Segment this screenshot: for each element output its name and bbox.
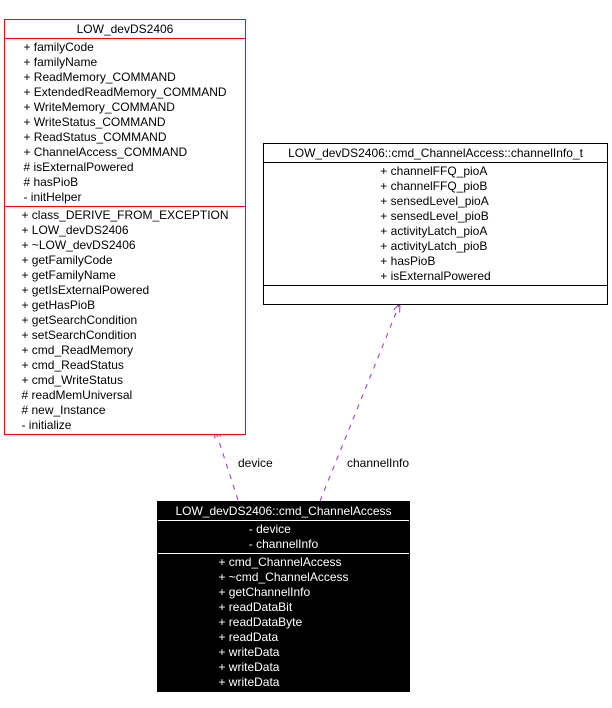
class-box-channelinfo-t[interactable]: LOW_devDS2406::cmd_ChannelAccess::channe… (263, 143, 608, 305)
edge-label-channelinfo: channelInfo (347, 456, 410, 470)
method-row: + getHasPioB (21, 298, 96, 312)
attribute-row: + ReadStatus_COMMAND (23, 130, 167, 144)
method-row: + class_DERIVE_FROM_EXCEPTION (21, 208, 229, 222)
method-row: + readDataByte (218, 615, 303, 629)
method-row: + cmd_ChannelAccess (218, 555, 342, 569)
method-row: + getSearchCondition (21, 313, 138, 327)
method-row: + setSearchCondition (21, 328, 137, 342)
attributes-section: + familyCode+ familyName+ ReadMemory_COM… (5, 38, 245, 206)
method-row: + getFamilyName (21, 268, 116, 282)
method-row: + cmd_ReadMemory (21, 343, 134, 357)
method-row: + getIsExternalPowered (21, 283, 150, 297)
attribute-row: + ReadMemory_COMMAND (23, 70, 176, 84)
attribute-row: + familyName (23, 55, 98, 69)
attribute-row: + sensedLevel_pioA (380, 194, 489, 208)
attribute-row: + sensedLevel_pioB (380, 209, 489, 223)
edge-device-line (214, 428, 239, 501)
class-title: LOW_devDS2406 (76, 22, 174, 36)
class-title: LOW_devDS2406::cmd_ChannelAccess (175, 504, 392, 518)
edge-label-device: device (238, 456, 273, 470)
method-row: + writeData (218, 660, 280, 674)
method-row: + getFamilyCode (21, 253, 113, 267)
attribute-row: + familyCode (23, 40, 94, 54)
attribute-row: + WriteMemory_COMMAND (23, 100, 175, 114)
class-box-cmd-channelaccess[interactable]: LOW_devDS2406::cmd_ChannelAccess - devic… (157, 501, 410, 692)
attribute-row: - device (248, 522, 291, 536)
attribute-row: + activityLatch_pioB (380, 239, 488, 253)
method-row: + readDataBit (218, 600, 293, 614)
method-row: + getChannelInfo (218, 585, 311, 599)
attribute-row: + WriteStatus_COMMAND (23, 115, 166, 129)
class-title: LOW_devDS2406::cmd_ChannelAccess::channe… (288, 146, 583, 160)
attribute-row: + activityLatch_pioA (380, 224, 488, 238)
method-row: + writeData (218, 645, 280, 659)
edge-channelinfo-line (319, 302, 401, 502)
method-row: + LOW_devDS2406 (21, 223, 129, 237)
class-box-low-devds2406[interactable]: LOW_devDS2406 + familyCode+ familyName+ … (4, 19, 246, 435)
attribute-row: - channelInfo (248, 537, 319, 551)
method-row: # readMemUniversal (21, 388, 133, 402)
methods-section: + class_DERIVE_FROM_EXCEPTION+ LOW_devDS… (5, 206, 245, 434)
attributes-section: + channelFFQ_pioA+ channelFFQ_pioB+ sens… (264, 162, 607, 285)
attribute-row: # hasPioB (23, 175, 79, 189)
attribute-row: + ExtendedReadMemory_COMMAND (23, 85, 227, 99)
attribute-row: + ChannelAccess_COMMAND (23, 145, 188, 159)
method-row: + ~cmd_ChannelAccess (218, 570, 349, 584)
attribute-row: # isExternalPowered (23, 160, 134, 174)
attribute-row: + isExternalPowered (380, 269, 491, 283)
method-row: - initialize (21, 418, 72, 432)
method-row: + cmd_WriteStatus (21, 373, 123, 387)
attribute-row: + channelFFQ_pioA (380, 164, 488, 178)
attributes-section: - device- channelInfo (158, 520, 409, 553)
method-row: + cmd_ReadStatus (21, 358, 124, 372)
method-row: # new_Instance (21, 403, 106, 417)
attribute-row: - initHelper (23, 190, 82, 204)
method-row: + writeData (218, 675, 280, 689)
method-row: + ~LOW_devDS2406 (21, 238, 136, 252)
methods-section: + cmd_ChannelAccess+ ~cmd_ChannelAccess+… (158, 553, 409, 691)
attribute-row: + hasPioB (380, 254, 436, 268)
methods-section (264, 285, 607, 304)
method-row: + readData (218, 630, 279, 644)
attribute-row: + channelFFQ_pioB (380, 179, 488, 193)
